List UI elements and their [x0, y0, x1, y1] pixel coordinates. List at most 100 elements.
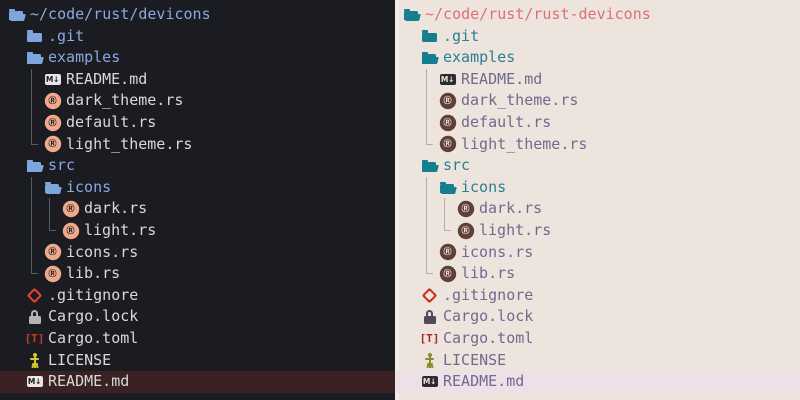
tree-row-label: Cargo.toml — [443, 328, 534, 347]
tree-row[interactable]: src — [0, 155, 395, 177]
tree-row-label: icons — [66, 177, 112, 196]
tree-row-label: icons.rs — [66, 242, 139, 261]
tree-row-label: light_theme.rs — [66, 134, 193, 153]
tree-indent — [0, 209, 62, 210]
tree-indent — [395, 187, 439, 188]
tree-row-label: light_theme.rs — [461, 134, 588, 153]
tree-row[interactable]: ~/code/rust/devicons — [0, 4, 395, 26]
tree-row-label: examples — [443, 48, 516, 67]
tree-indent — [395, 79, 439, 80]
tree-indent — [395, 165, 421, 166]
tree-row-label: LICENSE — [48, 350, 112, 369]
tree-indent — [395, 252, 439, 253]
tree-indent — [0, 79, 44, 80]
tree-row-label: lib.rs — [461, 264, 516, 283]
rust-icon: Ⓡ — [62, 201, 79, 218]
tree-row[interactable]: M↓ README.md — [0, 371, 395, 393]
license-icon — [26, 352, 43, 369]
tree-row[interactable]: M↓README.md — [0, 68, 395, 91]
tree-indent — [0, 317, 26, 318]
tree-row-label: light.rs — [84, 220, 157, 239]
tree-row[interactable]: .gitignore — [0, 285, 395, 307]
tree-row[interactable]: .git — [0, 26, 395, 48]
tree-row[interactable]: ~/code/rust/rust-devicons — [395, 4, 800, 26]
folder-open-icon — [26, 49, 43, 66]
tree-indent — [0, 295, 26, 296]
tree-row[interactable]: [T]Cargo.toml — [395, 328, 800, 350]
tree-row[interactable]: .gitignore — [395, 285, 800, 307]
toml-icon: [T] — [419, 331, 440, 345]
folder-icon — [421, 28, 438, 45]
lock-icon — [26, 309, 43, 326]
tree-indent — [395, 209, 457, 210]
rust-icon: Ⓡ — [62, 222, 79, 239]
tree-row-label: README.md — [443, 372, 525, 391]
tree-row-label: lib.rs — [66, 264, 121, 283]
rust-icon: Ⓡ — [439, 93, 456, 110]
tree-row[interactable]: LICENSE — [395, 350, 800, 372]
tree-row-label: dark.rs — [84, 199, 148, 218]
tree-indent — [395, 122, 439, 123]
markdown-icon: M↓ — [26, 376, 43, 388]
tree-row-label: examples — [48, 48, 121, 67]
tree-row-label: .git — [48, 26, 85, 45]
tree-indent — [395, 144, 439, 145]
tree-indent — [0, 36, 26, 37]
rust-icon: Ⓡ — [44, 114, 61, 131]
tree-row-label: .gitignore — [443, 285, 534, 304]
tree-row[interactable]: Cargo.lock — [395, 306, 800, 328]
tree-row[interactable]: M↓README.md — [395, 68, 800, 91]
tree-indent — [0, 101, 44, 102]
tree-indent — [395, 14, 403, 15]
tree-row-label: README.md — [461, 69, 543, 88]
tree-row[interactable]: src — [395, 155, 800, 177]
tree-row[interactable]: M↓ README.md — [395, 371, 800, 393]
tree-indent — [395, 381, 421, 382]
tree-row-label: light.rs — [479, 220, 552, 239]
folder-open-icon — [44, 179, 61, 196]
tree-row-label: dark_theme.rs — [461, 91, 579, 110]
tree-row-label: Cargo.lock — [48, 307, 139, 326]
tree-indent — [0, 57, 26, 58]
tree-row[interactable]: examples — [395, 47, 800, 69]
tree-row[interactable]: [T]Cargo.toml — [0, 328, 395, 350]
folder-open-icon — [403, 6, 420, 23]
tree-row-label: Cargo.toml — [48, 328, 139, 347]
tree-row-label: .gitignore — [48, 285, 139, 304]
tree-row[interactable]: Cargo.lock — [0, 306, 395, 328]
tree-indent — [0, 360, 26, 361]
tree-indent — [0, 122, 44, 123]
tree-indent — [0, 187, 44, 188]
tree-row[interactable]: examples — [0, 47, 395, 69]
tree-row[interactable]: LICENSE — [0, 350, 395, 372]
rust-icon: Ⓡ — [457, 222, 474, 239]
markdown-icon: M↓ — [421, 376, 438, 388]
tree-row-label: src — [48, 156, 76, 175]
tree-row[interactable]: icons — [0, 176, 395, 199]
tree-indent — [0, 338, 26, 339]
tree-indent — [395, 295, 421, 296]
rust-icon: Ⓡ — [439, 136, 456, 153]
tree-row[interactable]: icons — [395, 176, 800, 199]
license-icon — [421, 352, 438, 369]
tree-indent — [0, 230, 62, 231]
tree-row-label: README.md — [48, 372, 130, 391]
tree-row[interactable]: .git — [395, 26, 800, 48]
